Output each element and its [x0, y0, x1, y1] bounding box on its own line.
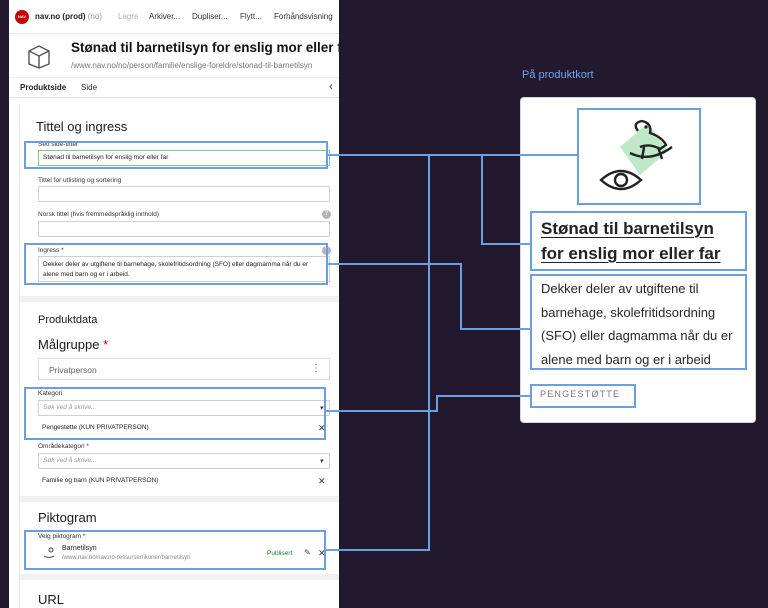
- site-name[interactable]: nav.no (prod) (no): [35, 12, 102, 21]
- duplicate-button[interactable]: Dupliser...: [192, 12, 228, 21]
- section-divider: [20, 574, 339, 580]
- highlight-card-title: [530, 211, 747, 271]
- highlight-card-description: [530, 274, 747, 370]
- close-icon[interactable]: ✕: [318, 476, 326, 486]
- eye-icon: [599, 169, 643, 191]
- box-icon: [28, 45, 50, 69]
- malgruppe-select[interactable]: Privatperson ⋮: [38, 358, 330, 380]
- highlight-kategori: [24, 387, 326, 440]
- section-divider: [20, 496, 339, 502]
- card-title[interactable]: Stønad til barnetilsyn for enslig mor el…: [541, 219, 721, 263]
- section-title-tittel: Tittel og ingress: [36, 119, 128, 134]
- highlight-piktogram: [24, 530, 326, 570]
- omradekategori-label: Områdekategori *: [38, 443, 89, 450]
- kebab-menu-icon[interactable]: ⋮: [311, 363, 321, 374]
- form-content: Tittel og ingress Sett side-tittel Støna…: [19, 104, 339, 608]
- collapse-chevron-icon[interactable]: ‹: [329, 79, 333, 93]
- preview-button[interactable]: Forhåndsvisning: [274, 12, 333, 21]
- dropdown-chevron-icon[interactable]: ▾: [319, 405, 323, 412]
- close-icon[interactable]: ✕: [318, 548, 326, 558]
- kategori-label: Kategori: [38, 390, 63, 397]
- page-title: Stønad til barnetilsyn for enslig mor el…: [71, 40, 339, 55]
- piktogram-path: /www.nav.no/nav.no-ressurser/ikoner/barn…: [62, 555, 191, 561]
- dropdown-chevron-icon[interactable]: ▾: [319, 458, 323, 465]
- omradekategori-selected-item: Familie og barn (KUN PRIVATPERSON): [42, 477, 159, 484]
- help-icon[interactable]: ?: [322, 210, 331, 219]
- save-button[interactable]: Lagre: [118, 12, 139, 21]
- section-title-piktogram: Piktogram: [38, 510, 97, 525]
- norsk-tittel-label: Norsk tittel (hvis fremmedspråklig innho…: [38, 211, 160, 218]
- section-title-url: URL: [38, 592, 65, 607]
- highlight-sett-side-tittel: [24, 141, 328, 169]
- tab-bar: Produktside Side ‹: [9, 78, 339, 98]
- sett-side-tittel-input[interactable]: Stønad til barnetilsyn for enslig mor el…: [38, 150, 330, 166]
- rocking-horse-icon: [620, 119, 673, 175]
- tab-produktside[interactable]: Produktside: [20, 83, 67, 92]
- close-icon[interactable]: ✕: [318, 423, 326, 433]
- highlight-ingress: [24, 243, 328, 285]
- card-description: Dekker deler av utgiftene til barnehage,…: [541, 281, 733, 367]
- archive-button[interactable]: Arkiver...: [149, 12, 181, 21]
- omradekategori-search-input[interactable]: Søk ved å skrive... ▾: [38, 453, 330, 469]
- editor-toolbar: NAV nav.no (prod) (no) Lagre Arkiver... …: [9, 0, 339, 34]
- piktogram-label: Velg piktogram *: [38, 533, 86, 540]
- card-label: På produktkort: [522, 69, 594, 81]
- norsk-tittel-input[interactable]: [38, 221, 330, 237]
- move-button[interactable]: Flytt...: [240, 12, 262, 21]
- card-tag: PENGESTØTTE: [540, 389, 621, 399]
- highlight-card-tag: [530, 384, 636, 408]
- ingress-textarea[interactable]: Dekker deler av utgiftene til barnehage,…: [38, 256, 330, 282]
- ingress-label: Ingress *: [38, 247, 64, 254]
- kategori-search-input[interactable]: Søk ved å skrive... ▾: [38, 400, 330, 416]
- malgruppe-title: Målgruppe *: [38, 337, 109, 352]
- section-divider: [20, 296, 339, 302]
- edit-icon[interactable]: ✎: [304, 548, 311, 557]
- highlight-card-pictogram: [577, 108, 701, 205]
- section-title-produktdata: Produktdata: [38, 314, 98, 326]
- piktogram-name: Barnetilsyn: [62, 545, 97, 552]
- tab-side[interactable]: Side: [81, 83, 98, 92]
- page-url: /www.nav.no/no/person/familie/enslige-fo…: [71, 61, 313, 70]
- content-header: Stønad til barnetilsyn for enslig mor el…: [9, 34, 339, 78]
- sett-side-tittel-label: Sett side-tittel: [38, 141, 78, 148]
- rocking-horse-icon: [43, 547, 55, 558]
- cms-editor-panel: NAV nav.no (prod) (no) Lagre Arkiver... …: [9, 0, 339, 608]
- tittel-utlisting-input[interactable]: [38, 186, 330, 202]
- kategori-selected-item: Pengestøtte (KUN PRIVATPERSON): [42, 424, 149, 431]
- tittel-utlisting-label: Tittel for utlisting og sortering: [38, 177, 122, 184]
- nav-logo-icon: NAV: [15, 10, 29, 24]
- status-badge: Publisert: [267, 550, 293, 557]
